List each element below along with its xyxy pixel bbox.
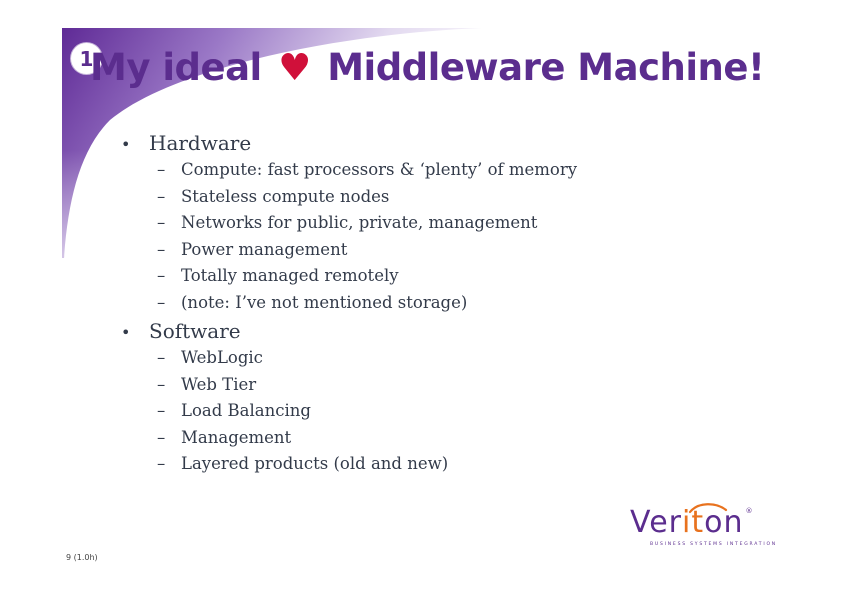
heart-icon: ♥ (278, 46, 311, 89)
dash-icon: – (157, 454, 166, 473)
dash-icon: – (157, 401, 166, 420)
dash-icon: – (157, 160, 166, 179)
sub-item: – Management (157, 428, 577, 455)
sub-item-text: WebLogic (181, 348, 263, 367)
sub-item-text: Web Tier (181, 374, 257, 394)
sub-item: – Networks for public, private, manageme… (157, 213, 577, 240)
sub-item: – Layered products (old and new) (157, 454, 577, 481)
slide-title: My ideal ♥ Middleware Machine! (90, 46, 765, 89)
slide-number-badge: 1 (71, 43, 102, 74)
dash-icon: – (157, 348, 166, 367)
sub-item: – Web Tier (157, 375, 577, 402)
bullet-list: • Hardware – Compute: fast processors & … (121, 131, 577, 481)
slide-footer-number: 9 (1.0h) (66, 553, 98, 562)
sub-item-text: (note: I’ve not mentioned storage) (181, 292, 468, 312)
logo-tagline: BUSINESS SYSTEMS INTEGRATION (650, 542, 777, 547)
logo-word-end: on (704, 505, 744, 540)
sub-item: – Compute: fast processors & ‘plenty’ of… (157, 160, 577, 187)
dash-icon: – (157, 374, 166, 394)
logo-wordmark: Veriton® (630, 508, 777, 538)
logo-arc-icon (688, 503, 728, 514)
sub-item-text: Layered products (old and new) (181, 454, 449, 473)
registered-mark: ® (745, 507, 754, 515)
bullet-text: Software (149, 319, 241, 343)
sub-item: – Totally managed remotely (157, 266, 577, 293)
sub-item-text: Compute: fast processors & ‘plenty’ of m… (181, 160, 578, 179)
sub-item-text: Networks for public, private, management (181, 213, 538, 232)
sub-item-text: Totally managed remotely (181, 266, 399, 285)
bullet-software: • Software (121, 319, 577, 348)
bullet-hardware: • Hardware (121, 131, 577, 160)
logo-word-mid: it (681, 505, 705, 540)
bullet-text: Hardware (149, 131, 252, 155)
dash-icon: – (157, 292, 166, 312)
sub-item-text: Management (181, 427, 292, 447)
dash-icon: – (157, 213, 166, 232)
logo-word-start: Ver (630, 505, 682, 540)
sub-item: – (note: I’ve not mentioned storage) (157, 293, 577, 320)
sub-item-text: Load Balancing (181, 401, 311, 420)
sub-item: – Stateless compute nodes (157, 187, 577, 214)
dash-icon: – (157, 266, 166, 285)
sub-item-text: Stateless compute nodes (181, 186, 390, 206)
dash-icon: – (157, 239, 166, 259)
sub-item: – WebLogic (157, 348, 577, 375)
bullet-icon: • (121, 135, 131, 154)
title-text-start: My ideal (90, 46, 262, 89)
title-text-end: Middleware Machine! (327, 46, 765, 89)
sub-item: – Power management (157, 240, 577, 267)
dash-icon: – (157, 427, 166, 447)
bullet-icon: • (121, 323, 131, 342)
dash-icon: – (157, 186, 166, 206)
veriton-logo: Veriton® BUSINESS SYSTEMS INTEGRATION (630, 503, 777, 547)
sub-item: – Load Balancing (157, 401, 577, 428)
sub-item-text: Power management (181, 239, 348, 259)
